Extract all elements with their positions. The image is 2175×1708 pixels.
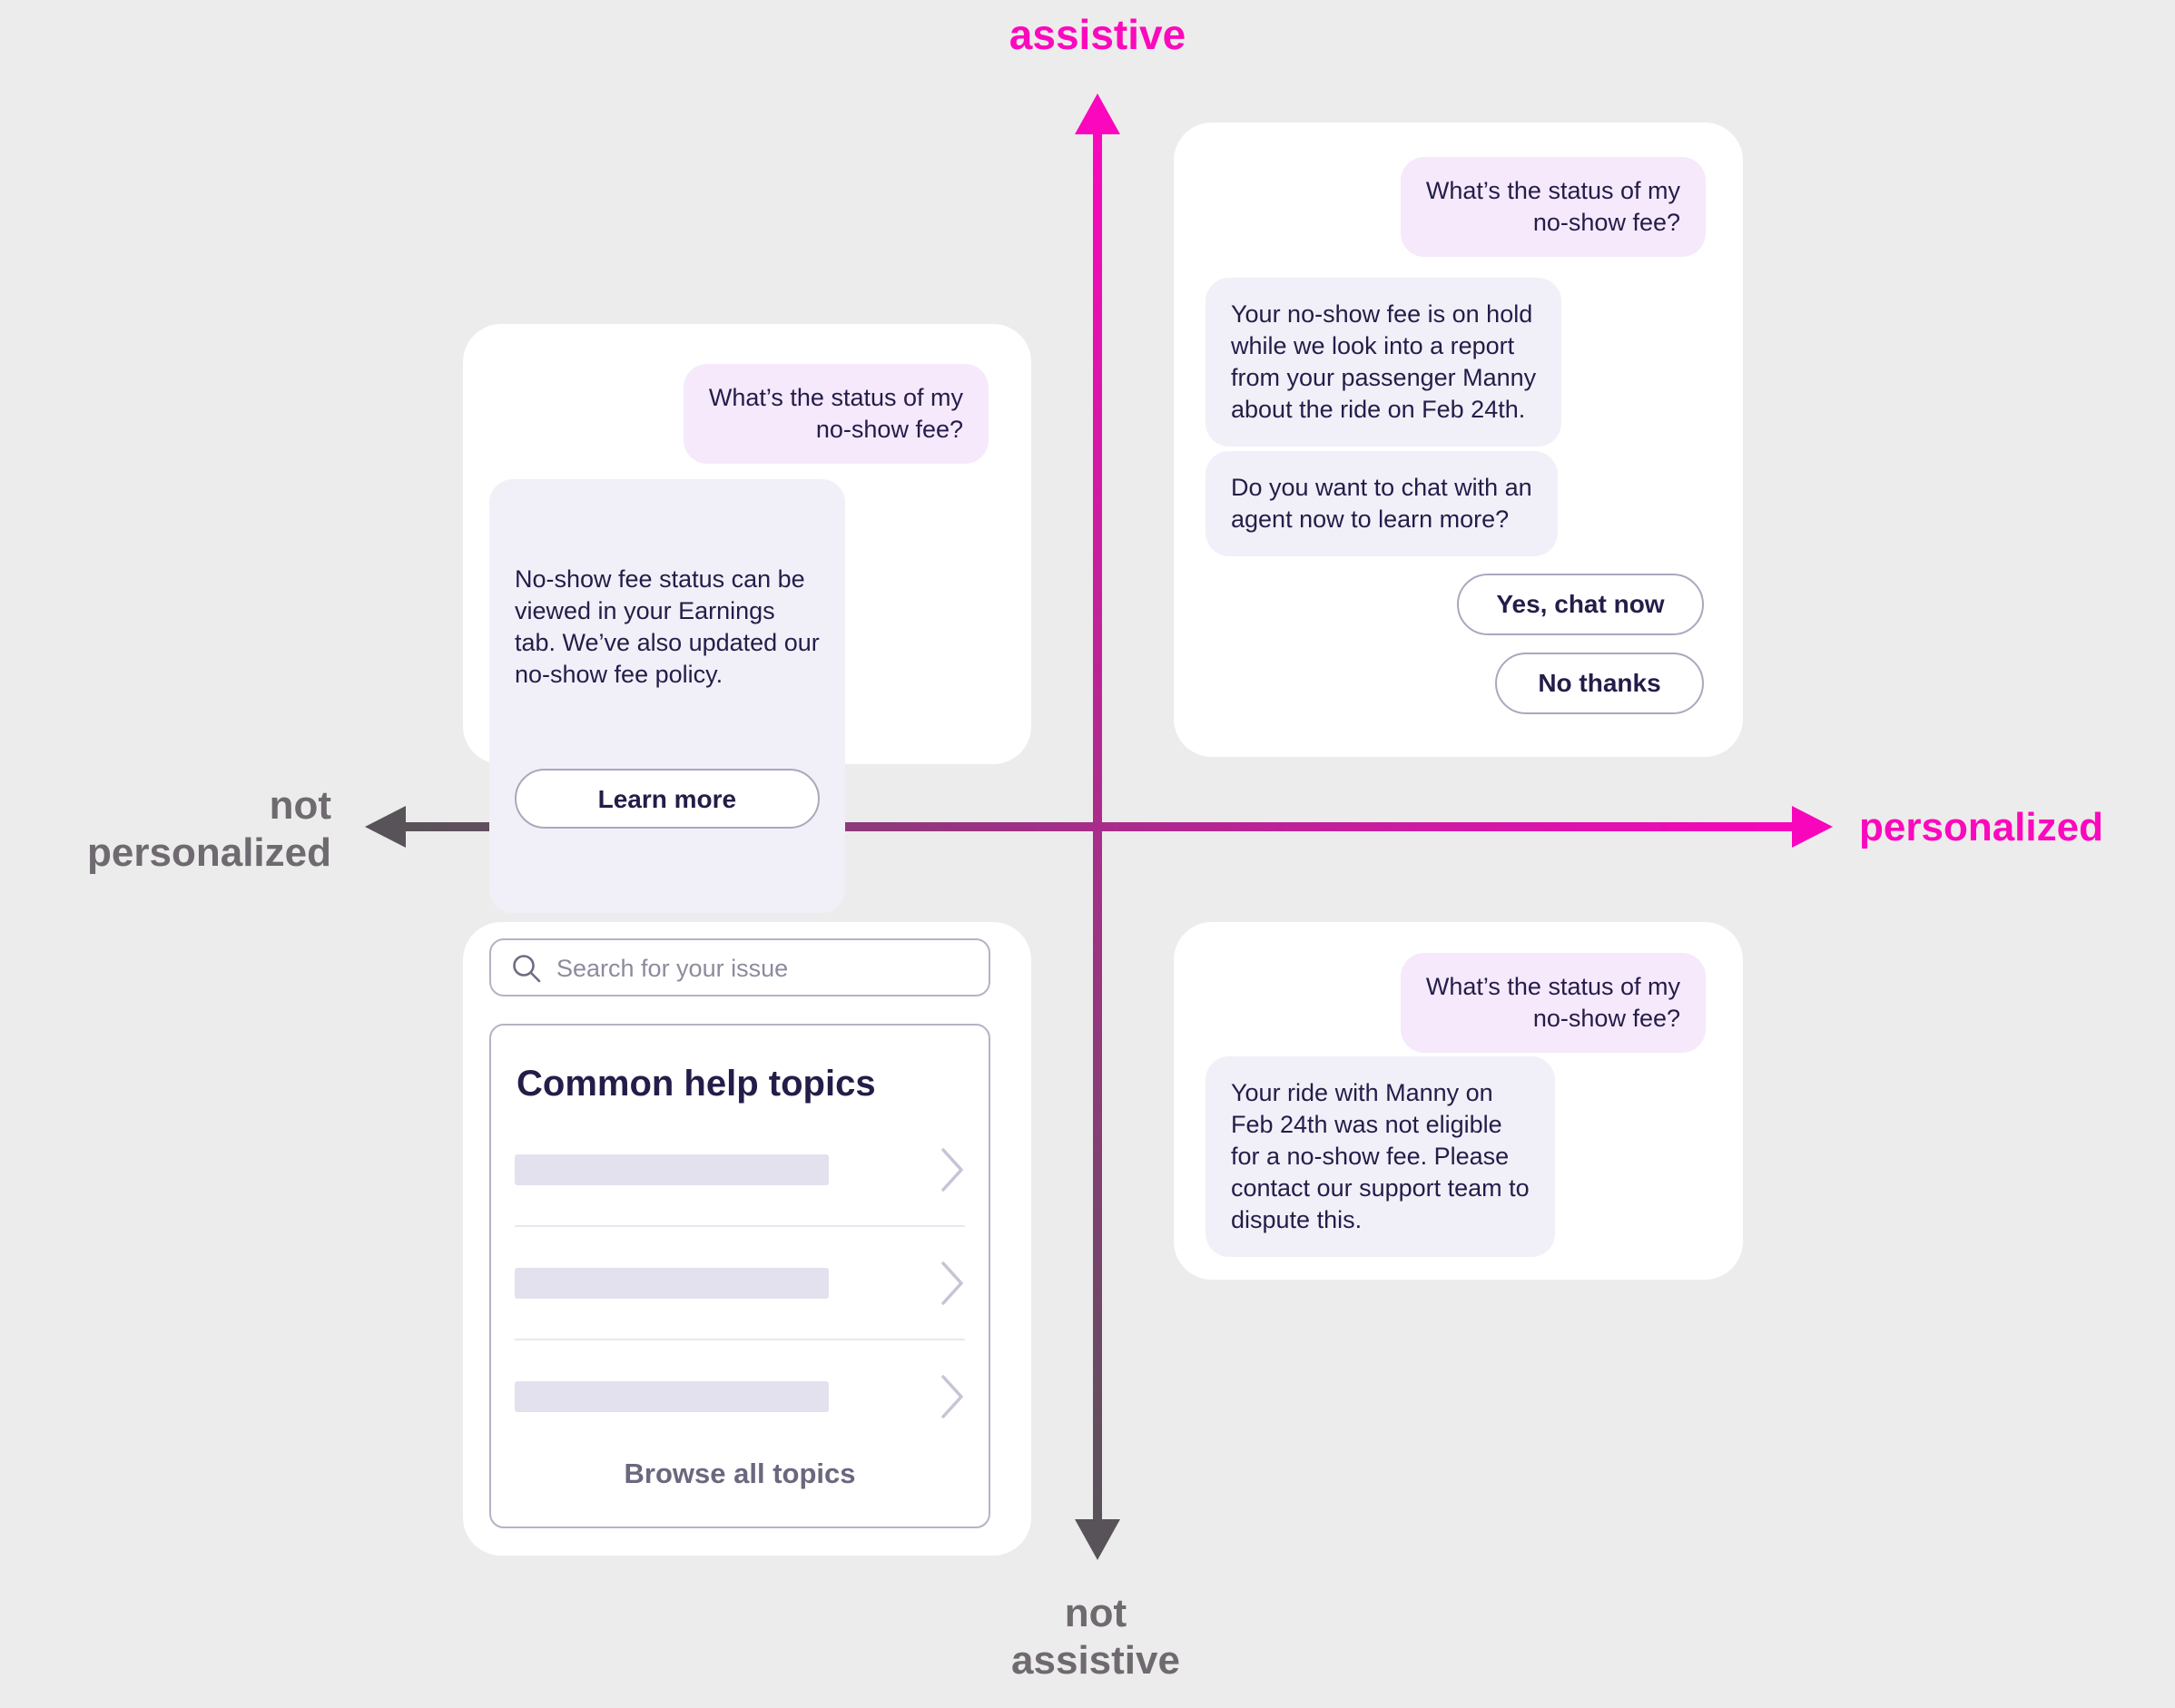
- search-input[interactable]: [555, 940, 976, 996]
- bot-message-text: No-show fee status can be viewed in your…: [515, 565, 820, 688]
- arrow-left-icon: [365, 806, 406, 848]
- topic-placeholder-bar: [515, 1380, 829, 1412]
- topic-placeholder-bar: [515, 1153, 829, 1185]
- help-topics-panel: Common help topics Browse all topics: [489, 1024, 990, 1528]
- topic-row[interactable]: [515, 1227, 965, 1339]
- yes-chat-now-button[interactable]: Yes, chat now: [1457, 574, 1704, 635]
- search-box[interactable]: [489, 938, 990, 996]
- divider: [515, 1339, 965, 1340]
- bot-message-bubble: Do you want to chat with an agent now to…: [1206, 451, 1558, 556]
- learn-more-button[interactable]: Learn more: [515, 769, 820, 829]
- browse-all-topics-link[interactable]: Browse all topics: [624, 1458, 856, 1489]
- no-thanks-button[interactable]: No thanks: [1495, 653, 1704, 714]
- user-message-bubble: What’s the status of my no-show fee?: [683, 364, 989, 464]
- bot-message-bubble: No-show fee status can be viewed in your…: [489, 479, 845, 913]
- card-assistive-not-personalized: What’s the status of my no-show fee? No-…: [463, 324, 1031, 913]
- user-message-bubble: What’s the status of my no-show fee?: [1400, 953, 1706, 1053]
- axis-label-personalized: personalized: [1859, 805, 2103, 849]
- axis-label-assistive: assistive: [1009, 11, 1186, 58]
- axis-label-not-assistive: not assistive: [914, 1590, 1277, 1684]
- chevron-right-icon: [941, 1374, 963, 1418]
- arrow-up-icon: [1075, 93, 1120, 134]
- topic-row[interactable]: [515, 1340, 965, 1452]
- bot-message-bubble: Your no-show fee is on hold while we loo…: [1206, 278, 1562, 447]
- axis-label-line: assistive: [1011, 1638, 1180, 1683]
- bot-message-bubble: Your ride with Manny on Feb 24th was not…: [1206, 1056, 1555, 1257]
- card-assistive-personalized: What’s the status of my no-show fee? You…: [1174, 123, 1743, 757]
- topic-placeholder-bar: [515, 1267, 829, 1299]
- user-message-bubble: What’s the status of my no-show fee?: [1400, 157, 1706, 257]
- help-topics-heading: Common help topics: [517, 1064, 876, 1104]
- axis-label-line: personalized: [87, 830, 331, 875]
- axis-label-not-personalized: not personalized: [36, 782, 331, 877]
- chevron-right-icon: [941, 1261, 963, 1305]
- axis-label-line: not: [1064, 1591, 1127, 1635]
- horizontal-axis: [401, 822, 1794, 831]
- divider: [515, 1225, 965, 1227]
- axis-label-line: not: [269, 783, 331, 828]
- chevron-right-icon: [941, 1147, 963, 1192]
- topic-row[interactable]: [515, 1114, 965, 1225]
- arrow-down-icon: [1075, 1519, 1120, 1560]
- card-not-assistive-personalized: What’s the status of my no-show fee? You…: [1174, 922, 1743, 1280]
- arrow-right-icon: [1792, 806, 1833, 848]
- search-icon: [511, 953, 544, 990]
- card-not-assistive-not-personalized: Common help topics Browse all topics: [463, 922, 1031, 1556]
